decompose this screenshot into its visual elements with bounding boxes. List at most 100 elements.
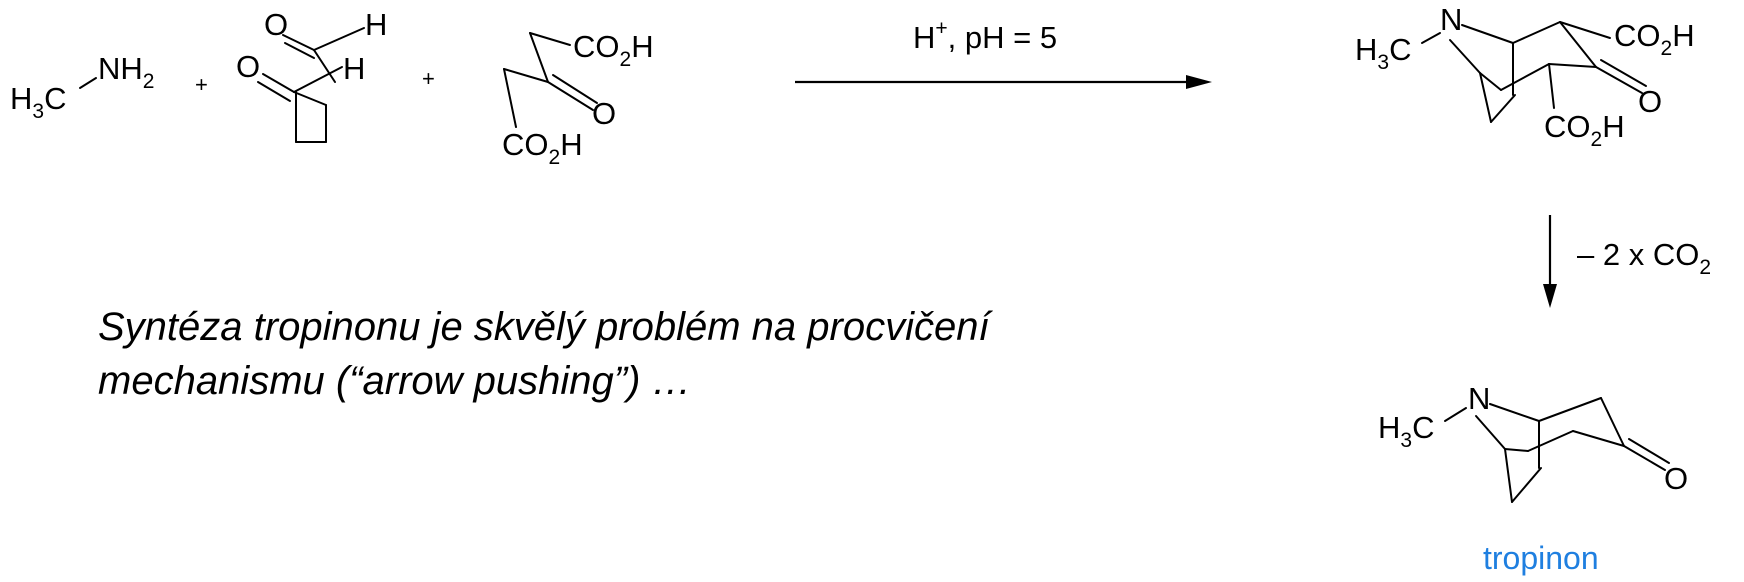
arrow-1-head xyxy=(1186,75,1212,89)
bond-c2-c3 xyxy=(1559,21,1597,68)
product-ketone-o: O xyxy=(1664,461,1688,496)
acid-top-h: H xyxy=(631,29,653,64)
intermediate-n: N xyxy=(1440,2,1462,37)
bond-bridgehead-c2 xyxy=(1512,21,1561,44)
bond-c3-o-2 xyxy=(1600,59,1647,87)
svg-text:H+, pH = 5: H+, pH = 5 xyxy=(913,17,1057,55)
bond-co-top-2 xyxy=(284,42,315,59)
methylamine-c: C xyxy=(44,81,66,116)
tropinone: H3C N O xyxy=(1378,381,1688,503)
svg-text:– 2 x CO2: – 2 x CO2 xyxy=(1577,237,1711,279)
caption-line-1: Syntéza tropinonu je skvělý problém na p… xyxy=(98,305,990,349)
svg-text:H3C: H3C xyxy=(1355,32,1411,74)
intermediate-acid-bot-subscript: 2 xyxy=(1591,128,1603,151)
svg-text:H3C: H3C xyxy=(1378,410,1434,452)
bond-co-1 xyxy=(547,81,594,111)
intermediate-acid-bot-co: CO xyxy=(1544,109,1591,144)
acid-bot-h: H xyxy=(560,127,582,162)
bond-chain-1 xyxy=(313,49,336,83)
bond-n-c1 xyxy=(1449,39,1481,74)
bond-c1-bridge xyxy=(1479,72,1502,91)
bond-c3-c4 xyxy=(1548,63,1597,68)
product-bond-n-bridgehead xyxy=(1489,403,1540,422)
bond-methyl-n xyxy=(1421,32,1441,44)
bond-ch2-cooh-bot xyxy=(503,68,517,128)
product-bond-c1-c7 xyxy=(1504,448,1513,503)
caption-line-2: mechanismu (“arrow pushing”) … xyxy=(98,359,692,403)
product-bond-methyl-n xyxy=(1444,407,1467,422)
bond-co-left-1 xyxy=(262,73,295,93)
arrow-2-head xyxy=(1543,284,1557,308)
product-bond-co-2 xyxy=(1628,438,1670,464)
product-h-subscript: 3 xyxy=(1400,429,1412,452)
bond-co-top-1 xyxy=(282,34,315,51)
acid-bot-co: CO xyxy=(502,127,549,162)
product-bond-c1-bridge xyxy=(1504,448,1529,452)
acid-top-co: CO xyxy=(573,29,620,64)
intermediate-ketone-o: O xyxy=(1638,84,1662,119)
intermediate-acid-top-h: H xyxy=(1672,18,1694,53)
bond-c4-acid xyxy=(1548,63,1555,109)
bond-c7-c6 xyxy=(1490,94,1516,123)
methylamine-h-subscript: 3 xyxy=(32,100,44,123)
product-bond-n-c1 xyxy=(1475,415,1506,450)
svg-text:H3C: H3C xyxy=(10,81,66,123)
aldehyde-h-mid: H xyxy=(343,51,365,86)
product-name: tropinon xyxy=(1483,540,1599,576)
bond-c3-o-1 xyxy=(1595,66,1643,94)
product-bond-co-1 xyxy=(1623,445,1666,471)
caption: Syntéza tropinonu je skvělý problém na p… xyxy=(98,300,990,408)
intermediate-h-subscript: 3 xyxy=(1377,51,1389,74)
product-bond-c3-c4 xyxy=(1572,430,1625,447)
bond-n-bridgehead xyxy=(1461,24,1514,44)
bond-co-2 xyxy=(552,74,598,104)
methylamine-h: H xyxy=(10,81,32,116)
bond-c1-c7 xyxy=(1479,72,1492,123)
acid-bot-subscript: 2 xyxy=(549,146,561,169)
bond-co-left-2 xyxy=(257,81,291,102)
aldehyde-h-top: H xyxy=(365,7,387,42)
product-bond-bridgehead-c2 xyxy=(1538,397,1602,422)
svg-text:CO2H: CO2H xyxy=(502,127,583,169)
bond-chain-2 xyxy=(293,91,327,106)
intermediate-c: C xyxy=(1389,32,1411,67)
condition-ph: , pH = 5 xyxy=(948,20,1057,55)
product-bond-c7-c6 xyxy=(1511,467,1542,503)
bond-c4-bridgehead xyxy=(1500,63,1550,91)
acid-top-subscript: 2 xyxy=(620,48,632,71)
plus-sign-2: + xyxy=(422,66,435,91)
acid-catalyst-superscript: + xyxy=(935,17,947,40)
methylamine: H3C NH2 xyxy=(10,51,154,123)
aldehyde-o-left: O xyxy=(236,49,260,84)
ketone-o: O xyxy=(592,96,616,131)
svg-text:CO2H: CO2H xyxy=(1544,109,1625,151)
c-n-bond xyxy=(79,77,97,89)
product-n: N xyxy=(1468,381,1490,416)
product-bond-c2-c3 xyxy=(1600,397,1625,447)
plus-sign-1: + xyxy=(195,72,208,97)
intermediate-acid-top-subscript: 2 xyxy=(1661,37,1673,60)
product-bond-c4-bridgehead xyxy=(1527,430,1574,452)
reaction-arrow-1: H+, pH = 5 xyxy=(795,17,1212,89)
intermediate-acid-top-co: CO xyxy=(1614,18,1661,53)
bond-ch-mid xyxy=(293,66,343,93)
acid-catalyst-h: H xyxy=(913,20,935,55)
product-c: C xyxy=(1412,410,1434,445)
bond-c-ch2-bot xyxy=(503,68,549,83)
methylamine-nh: NH xyxy=(98,51,143,86)
intermediate-diacid: H3C N CO2H O CO2H xyxy=(1355,2,1695,151)
intermediate-h: H xyxy=(1355,32,1377,67)
bond-ch2-c-top xyxy=(529,32,549,83)
intermediate-acid-bot-h: H xyxy=(1602,109,1624,144)
succinaldehyde: O H O H xyxy=(236,7,387,143)
methylamine-nh-subscript: 2 xyxy=(143,70,155,93)
svg-text:CO2H: CO2H xyxy=(573,29,654,71)
bond-ch2-cooh-top xyxy=(529,32,571,46)
decarboxylation-subscript: 2 xyxy=(1699,256,1711,279)
decarboxylation-label: – 2 x CO xyxy=(1577,237,1699,272)
product-h: H xyxy=(1378,410,1400,445)
acetonedicarboxylic-acid: CO2H O CO2H xyxy=(502,29,654,169)
bond-ch-top xyxy=(313,27,365,51)
reaction-arrow-2: – 2 x CO2 xyxy=(1543,215,1711,308)
